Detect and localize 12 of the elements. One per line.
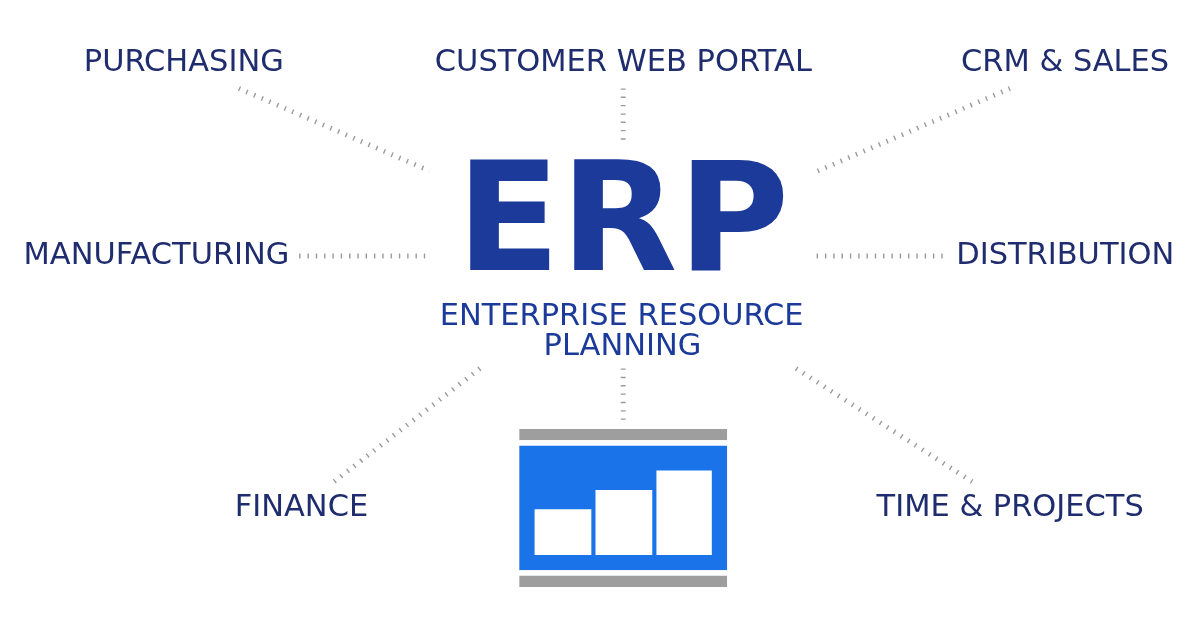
node-text: FINANCE bbox=[234, 487, 369, 523]
node-text: TIME & PROJECTS bbox=[876, 487, 1144, 523]
connector bbox=[331, 366, 482, 485]
connector bbox=[794, 365, 976, 485]
node-text: CUSTOMER WEB PORTAL bbox=[434, 42, 812, 78]
node-text: DISTRIBUTION bbox=[956, 235, 1175, 271]
connector bbox=[815, 85, 1011, 174]
node-text: PURCHASING bbox=[83, 42, 284, 78]
node-text: ERP ENTERPRISE RESOURCE PLANNING bbox=[439, 128, 804, 362]
node-text: CRM & SALES bbox=[961, 42, 1170, 78]
connector bbox=[620, 368, 626, 423]
node-text: MANUFACTURING bbox=[23, 235, 290, 271]
